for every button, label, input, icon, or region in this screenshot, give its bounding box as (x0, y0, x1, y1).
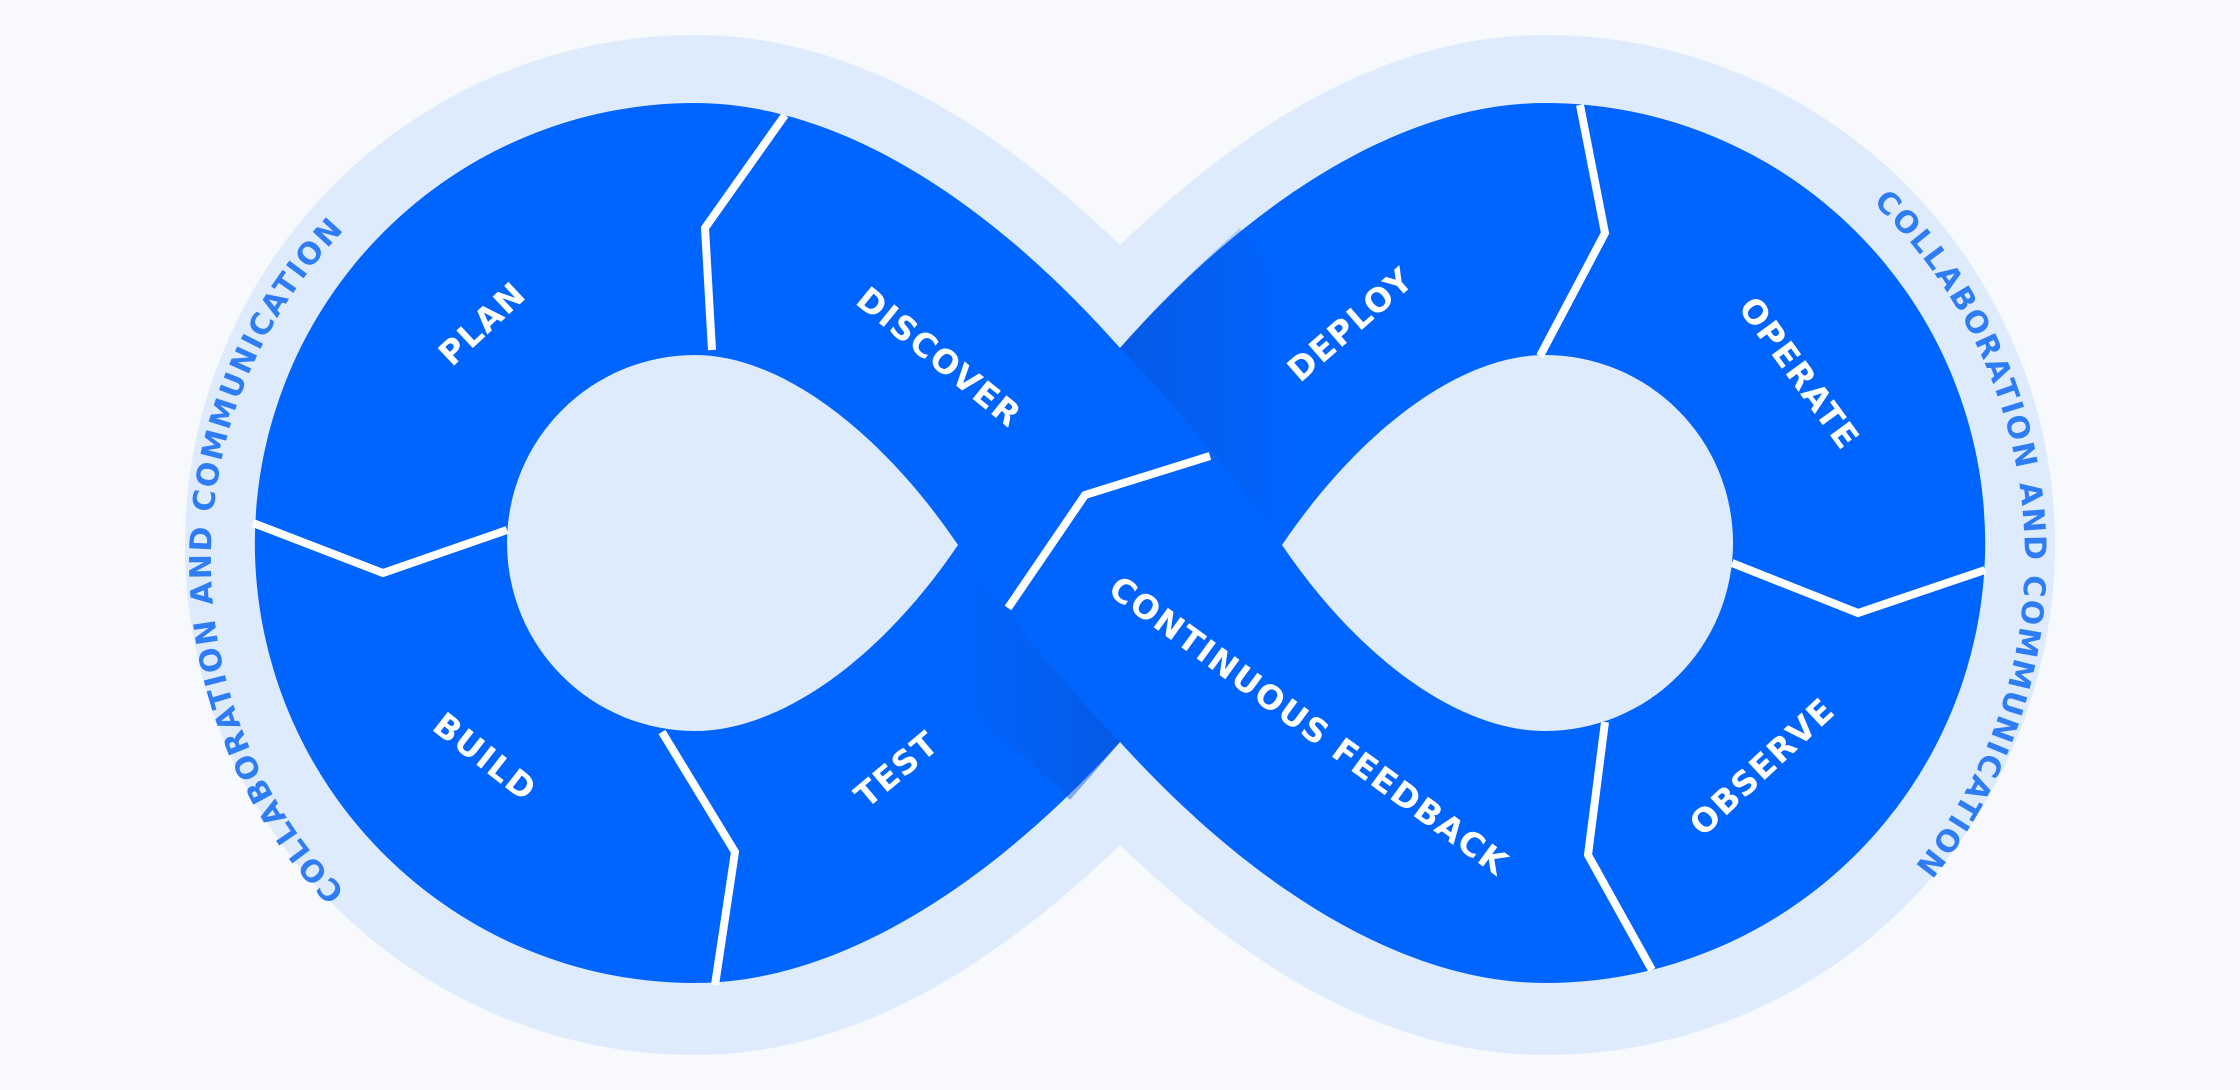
divider-build-test (658, 729, 740, 986)
divider-plan-build (251, 519, 509, 578)
divider-plan-discover (700, 112, 789, 351)
infinity-band (254, 102, 1986, 984)
divider-feedback-observe (1583, 721, 1656, 972)
crossing-shade-lower (950, 545, 1120, 800)
divider-operate-observe (1730, 559, 1987, 618)
divider-deploy-operate (1536, 104, 1610, 358)
divider-test-feedback (1004, 452, 1212, 611)
crossing-shade-upper (1120, 228, 1300, 545)
